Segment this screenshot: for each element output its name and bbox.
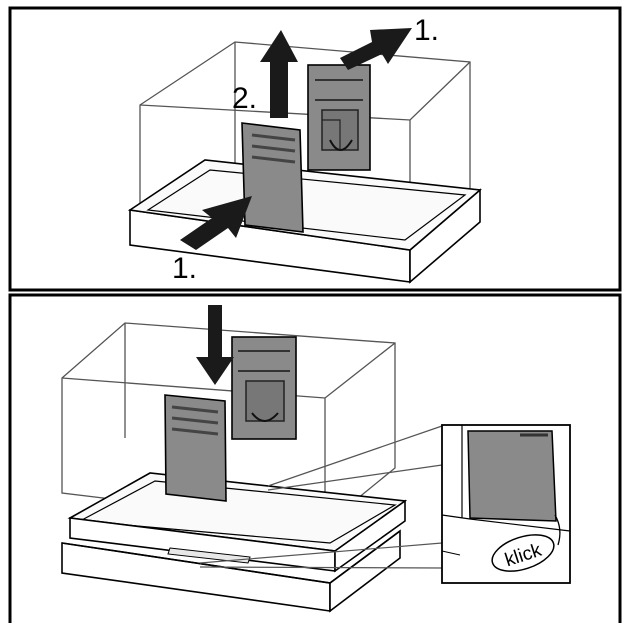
arrow-push-front: [180, 196, 252, 250]
diagram-step-remove-filters: 1. 2. 1.: [0, 0, 631, 293]
arrow-lift-up: [260, 30, 298, 118]
bottom-diagram-canvas: klick: [8, 293, 622, 623]
base-drawer: [61, 472, 408, 613]
arrow-push-rear: [340, 28, 412, 70]
step-label-1-rear: 1.: [414, 14, 439, 47]
rear-filter: [231, 336, 297, 440]
top-diagram-canvas: 1. 2. 1.: [8, 6, 622, 292]
rear-filter: [307, 64, 371, 171]
panel-frame: [8, 293, 622, 623]
step-label-1-front: 1.: [172, 252, 197, 285]
front-filter: [241, 122, 304, 233]
step-label-2-lift: 2.: [232, 82, 257, 115]
front-filter: [164, 394, 227, 502]
diagram-step-insert-filters: klick: [0, 293, 631, 625]
arrow-push-down: [196, 305, 234, 385]
zoom-callout-lines: [199, 425, 443, 569]
